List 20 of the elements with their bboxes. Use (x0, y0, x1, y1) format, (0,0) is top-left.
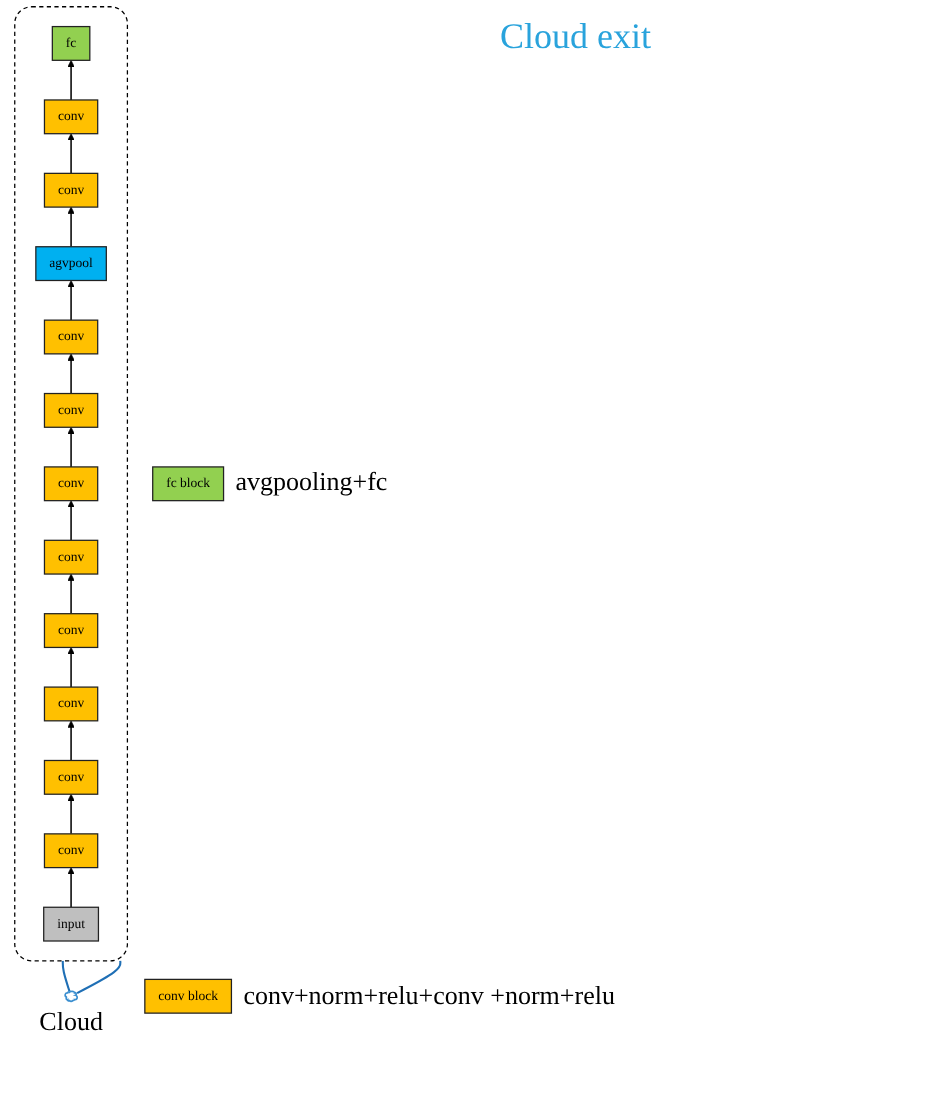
arrow (67, 647, 75, 688)
arrow (67, 280, 75, 321)
arrow (67, 500, 75, 542)
node-cloud (64, 990, 79, 1003)
arrow (67, 867, 75, 908)
arrow (67, 720, 75, 762)
connector (76, 960, 122, 995)
cloud-caption: Cloud (37, 1005, 105, 1038)
arrow (67, 133, 75, 175)
arrow (67, 353, 75, 395)
arrow (67, 793, 75, 835)
arrow (67, 206, 75, 248)
cluster (14, 6, 129, 962)
connector (61, 960, 71, 992)
legend-description: avgpooling+fc (235, 466, 388, 499)
arrow (67, 60, 75, 101)
arrow (67, 426, 75, 468)
cloud-exit-label: Cloud exit (500, 16, 651, 58)
legend-description: conv+norm+relu+conv +norm+relu (243, 979, 615, 1012)
arrow (67, 573, 75, 615)
